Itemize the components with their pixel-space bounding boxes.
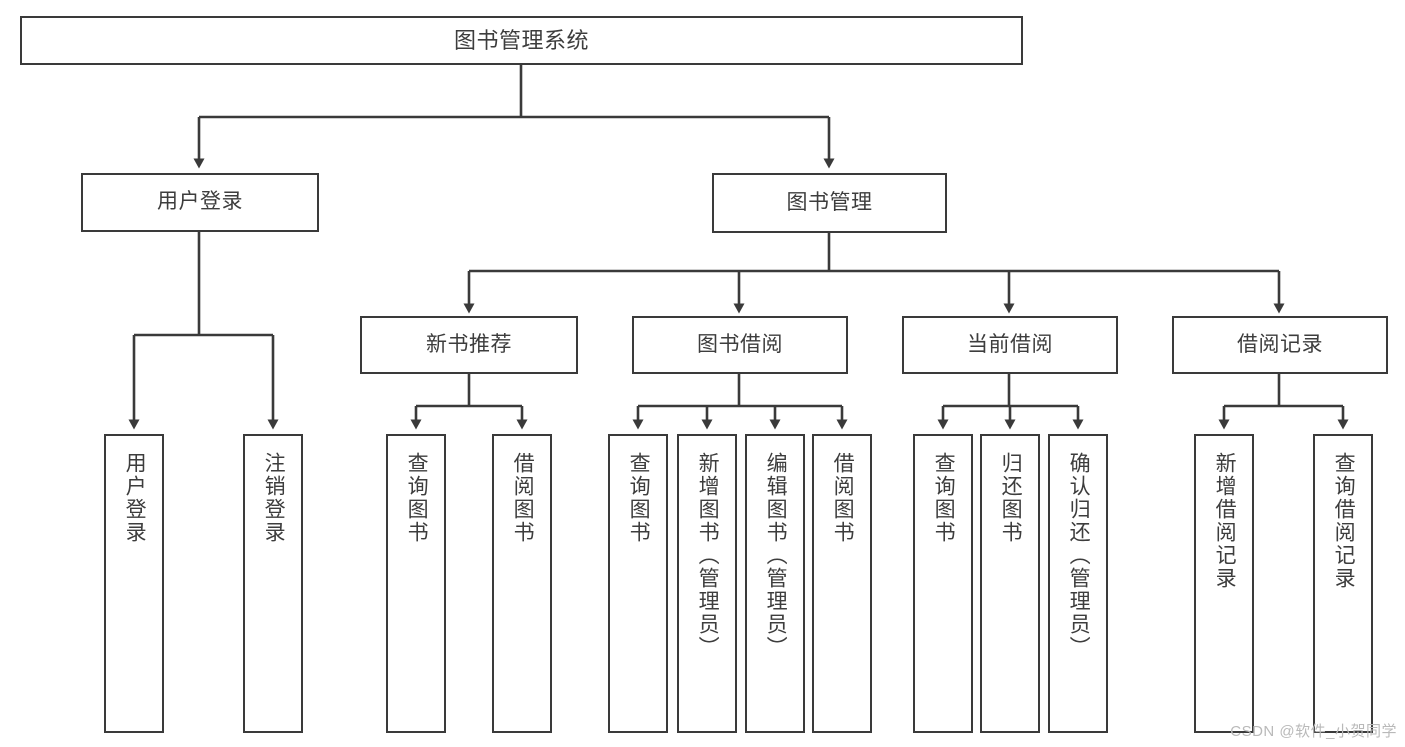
leaf-new-book-borrow[interactable]: 借阅图书 [492, 434, 552, 733]
node-current-borrow[interactable]: 当前借阅 [902, 316, 1118, 374]
edge-borrowrecord-to-leaves [1218, 374, 1349, 430]
leaf-book-borrow-query[interactable]: 查询图书 [608, 434, 668, 733]
node-new-book-recommend[interactable]: 新书推荐 [360, 316, 578, 374]
node-label: 查询借阅记录 [1332, 452, 1356, 590]
node-label: 图书借阅 [697, 332, 783, 356]
watermark: CSDN @软件_小贺同学 [1230, 723, 1397, 740]
edge-userlogin-to-leaves [128, 232, 279, 430]
edge-currentborrow-to-leaves [937, 374, 1084, 430]
node-book-borrow[interactable]: 图书借阅 [632, 316, 848, 374]
node-label: 新书推荐 [426, 332, 512, 356]
node-borrow-record[interactable]: 借阅记录 [1172, 316, 1388, 374]
node-label: 查询图书 [405, 452, 429, 544]
edge-bookborrow-to-leaves [632, 374, 848, 430]
edge-bookmgmt-to-level3 [463, 233, 1285, 314]
node-label: 查询图书 [932, 452, 956, 544]
leaf-current-borrow-return[interactable]: 归还图书 [980, 434, 1040, 733]
node-label: 确认归还（管理员） [1067, 452, 1091, 659]
node-label: 新增借阅记录 [1213, 452, 1237, 590]
node-label: 当前借阅 [967, 332, 1053, 356]
node-root-library-system[interactable]: 图书管理系统 [20, 16, 1023, 65]
node-label: 注销登录 [262, 452, 286, 544]
node-label: 借阅记录 [1237, 332, 1323, 356]
leaf-book-borrow-edit[interactable]: 编辑图书（管理员） [745, 434, 805, 733]
node-label: 借阅图书 [831, 452, 855, 544]
node-label: 归还图书 [999, 452, 1023, 544]
leaf-user-login-login[interactable]: 用户登录 [104, 434, 164, 733]
leaf-current-borrow-query[interactable]: 查询图书 [913, 434, 973, 733]
leaf-new-book-query[interactable]: 查询图书 [386, 434, 446, 733]
leaf-current-borrow-confirm[interactable]: 确认归还（管理员） [1048, 434, 1108, 733]
leaf-borrow-record-query[interactable]: 查询借阅记录 [1313, 434, 1373, 733]
leaf-borrow-record-add[interactable]: 新增借阅记录 [1194, 434, 1254, 733]
node-user-login[interactable]: 用户登录 [81, 173, 319, 232]
node-label: 用户登录 [123, 452, 147, 544]
edge-newbook-to-leaves [410, 374, 528, 430]
edge-root-to-level2 [193, 65, 835, 169]
node-label: 图书管理 [786, 190, 873, 214]
node-label: 图书管理系统 [453, 27, 589, 53]
node-label: 查询图书 [627, 452, 651, 544]
node-book-management[interactable]: 图书管理 [712, 173, 947, 233]
node-label: 用户登录 [157, 190, 243, 214]
leaf-book-borrow-add[interactable]: 新增图书（管理员） [677, 434, 737, 733]
leaf-book-borrow-borrow[interactable]: 借阅图书 [812, 434, 872, 733]
node-label: 新增图书（管理员） [696, 452, 720, 659]
leaf-user-login-logout[interactable]: 注销登录 [243, 434, 303, 733]
node-label: 借阅图书 [511, 452, 535, 544]
node-label: 编辑图书（管理员） [764, 452, 788, 659]
